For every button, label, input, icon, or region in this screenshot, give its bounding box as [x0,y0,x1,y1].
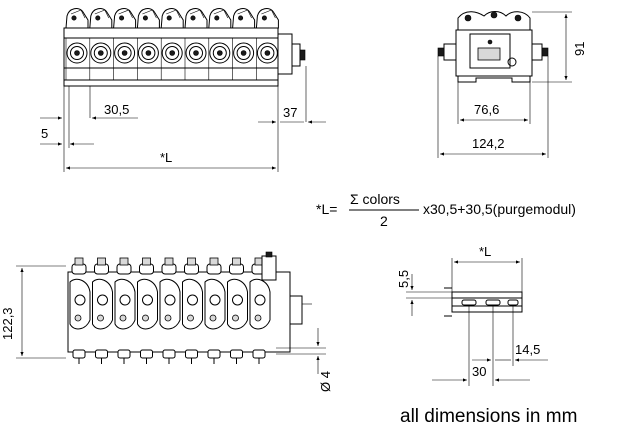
front-pitch-dim: 30,5 [104,102,129,117]
rail-profile [451,291,523,313]
length-formula: *L= Σ colors 2 x30,5+30,5(purgemodul) [316,191,576,229]
side-valve-top [457,11,531,31]
side-view: 91 76,6 124,2 [437,11,587,158]
top-valve-foot [252,349,266,359]
tube-diameter-dim: Ø 4 [318,371,333,392]
front-purge-module [277,33,293,75]
top-valve-foot [207,349,221,359]
top-valve-head [116,263,132,275]
top-valve-head [229,263,244,275]
front-length-dim: *L [160,150,172,165]
top-valve-row [69,257,271,364]
front-base-plate [63,79,279,87]
front-offset-dim: 5 [41,126,48,141]
front-valve-tops [65,8,279,29]
formula-lhs: *L= [316,201,337,217]
top-valve-foot [140,349,153,359]
top-valve-head [139,263,154,275]
side-outer-width-dim: 124,2 [472,136,505,151]
top-valve-foot [117,349,131,359]
top-valve-head [184,263,199,275]
side-inner-width-dim: 76,6 [474,102,499,117]
top-valve-head [94,263,109,275]
side-height-dim: 91 [572,42,587,56]
formula-rhs: x30,5+30,5(purgemodul) [423,201,576,217]
front-view: 30,5 37 5 *L [40,8,326,172]
rail-detail: *L 5,5 30 14,5 [396,244,548,386]
top-valve-foot [72,349,86,359]
top-height-dim: 122,3 [0,307,15,340]
detail-height-dim: 5,5 [396,270,411,288]
formula-denominator: 2 [380,213,388,229]
top-valve-head [161,263,177,275]
detail-length-dim: *L [479,244,491,259]
top-valve-head [206,263,222,275]
front-valve-row [65,38,278,80]
top-valve-foot [162,349,176,359]
top-valve-head [71,263,87,275]
side-base [457,75,531,83]
units-footnote: all dimensions in mm [400,406,577,427]
top-valve-foot [230,349,243,359]
detail-offset-dim: 14,5 [515,342,540,357]
top-valve-foot [185,349,198,359]
top-view: 122,3 Ø 4 [0,251,333,392]
top-valve-foot [95,349,108,359]
top-purge-module [261,255,277,281]
front-end-dim: 37 [283,105,297,120]
detail-pitch-dim: 30 [472,364,486,379]
formula-numerator: Σ colors [350,191,400,207]
